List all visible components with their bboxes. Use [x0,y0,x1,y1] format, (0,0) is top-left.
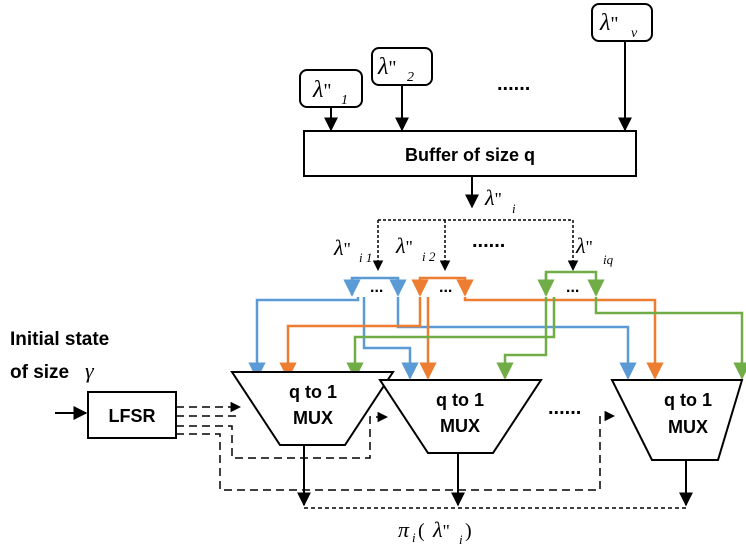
output-label: π i ( λ" i ) [398,517,472,547]
input-lambda-2: λ" 2 [371,47,433,86]
svg-text:γ: γ [85,358,95,383]
mux-3 [610,379,744,461]
svg-text:π: π [398,517,410,542]
mux-ellipsis: ...... [548,397,581,419]
svg-text:λ": λ" [484,185,502,210]
tap-distribution [372,219,579,272]
tap-label-q: λ" iq [575,233,614,267]
svg-text:λ": λ" [312,77,332,103]
tap-ellipsis: ...... [472,230,505,252]
input-ellipsis: ...... [497,73,530,95]
group-ellipsis-3: ... [566,279,579,296]
select-lines [176,401,616,491]
input-lambda-1: λ" 1 [299,69,363,108]
svg-text:λ": λ" [599,10,619,36]
svg-text:iq: iq [603,252,614,267]
svg-text:i 1: i 1 [359,250,372,265]
tap-label-1: λ" i 1 [333,235,372,265]
initial-state-line1: Initial state [10,329,109,350]
tap-label-2: λ" i 2 [395,233,436,264]
svg-text:i: i [512,201,516,216]
mux-2-line2: MUX [440,416,480,436]
buffer-box [303,130,637,177]
mux-3-line1: q to 1 [664,390,712,410]
mux-2 [378,379,543,454]
buffer-label: Buffer of size q [405,145,535,165]
mux-1-line2: MUX [293,408,333,428]
input-lambda-v: λ" v [591,3,653,42]
lfsr-label: LFSR [109,406,156,426]
svg-text:λ": λ" [575,233,593,258]
blue-wires [248,276,637,380]
buffer-output-label: λ" i [484,185,516,216]
svg-text:λ": λ" [432,517,450,542]
svg-text:(: ( [418,520,425,542]
svg-text:): ) [465,520,472,542]
svg-text:i 2: i 2 [422,249,436,264]
green-wires [346,270,746,380]
mux-2-line1: q to 1 [436,390,484,410]
svg-text:1: 1 [341,93,348,108]
svg-text:λ": λ" [333,235,351,260]
svg-text:2: 2 [407,70,414,85]
group-ellipsis-1: ... [370,279,383,296]
mux-1-line1: q to 1 [289,382,337,402]
svg-text:λ": λ" [395,233,413,258]
mux-outputs [297,445,693,507]
svg-text:v: v [631,26,638,41]
initial-state-line2: of size γ [10,358,95,383]
svg-text:i: i [459,532,463,547]
svg-text:λ": λ" [377,54,397,80]
svg-text:of size: of size [10,362,69,383]
mux-1 [230,371,395,446]
group-ellipsis-2: ... [439,279,452,296]
mux-3-line2: MUX [668,417,708,437]
svg-text:i: i [412,530,416,545]
lfsr-box [87,391,177,439]
